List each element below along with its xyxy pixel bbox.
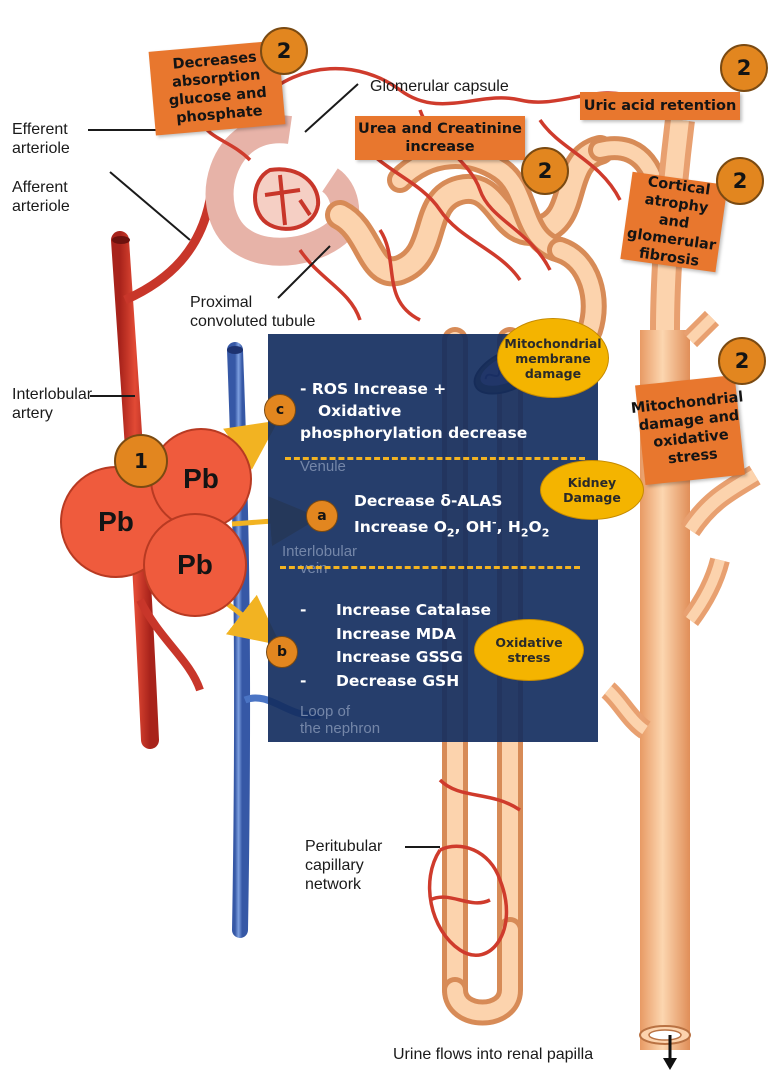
cortical-atrophy-box: Cortical atrophy and glomerular fibrosis [620,172,727,273]
oxidative-line1: Oxidative [495,635,562,650]
peritubular-line3: network [305,875,382,894]
loop-of-nephron-label: Loop of the nephron [300,703,380,737]
decrease-gsh-text: Decrease GSH [336,672,459,690]
mitochondrial-membrane-callout: Mitochondrial membrane damage [497,318,609,398]
dash-1: - [300,599,336,623]
urea-line2: increase [358,138,522,156]
kidney-line1: Kidney [563,475,621,490]
interlobular-line2: artery [12,404,92,423]
gssg-row: Increase GSSG [300,646,491,670]
panel-divider-2 [280,566,580,569]
mitochondrial-damage-box: Mitochondrial damage and oxidative stres… [635,375,745,485]
oxidative-text: Oxidative [318,400,527,422]
peritubular-line2: capillary [305,856,382,875]
interlobular-artery-label: Interlobular artery [12,385,92,423]
h-text: , H [497,518,521,536]
efferent-line1: Efferent [12,120,70,139]
membrane-line2: membrane [504,351,601,366]
section-b-text: -Increase Catalase Increase MDA Increase… [300,599,491,693]
badge-b: b [266,636,298,668]
catalase-row: -Increase Catalase [300,599,491,623]
proximal-tubule-label: Proximal convoluted tubule [190,293,315,331]
o2-subscript: 2 [447,526,455,539]
urea-line1: Urea and Creatinine [358,120,522,138]
badge-2-cortical: 2 [716,157,764,205]
efferent-arteriole-label: Efferent arteriole [12,120,70,158]
membrane-line1: Mitochondrial [504,336,601,351]
afferent-arteriole-label: Afferent arteriole [12,178,70,216]
kidney-damage-callout: Kidney Damage [540,460,644,520]
increase-ros-species-text: Increase O2, OH-, H2O2 [354,512,549,544]
interlobular-vein-label-line1: Interlobular [282,543,357,560]
increase-gssg-text: Increase GSSG [336,648,463,666]
badge-c: c [264,394,296,426]
increase-catalase-text: Increase Catalase [336,601,491,619]
glomerular-capsule-shape [220,129,346,252]
badge-2-absorption: 2 [260,27,308,75]
o-subscript: 2 [542,526,550,539]
interlobular-vein-label: Interlobular vein [282,543,357,577]
proximal-line2: convoluted tubule [190,312,315,331]
oxidative-stress-callout: Oxidative stress [474,619,584,681]
oh-text: , OH [455,518,492,536]
afferent-line1: Afferent [12,178,70,197]
loop-label-line1: Loop of [300,703,380,720]
loop-label-line2: the nephron [300,720,380,737]
urea-creatinine-box: Urea and Creatinine increase [355,116,525,160]
ros-increase-text: - ROS Increase + [300,378,527,400]
lead-circle-bottom: Pb [143,513,247,617]
urine-flow-label: Urine flows into renal papilla [393,1045,593,1064]
interlobular-line1: Interlobular [12,385,92,404]
increase-o-text: Increase O [354,518,447,536]
badge-2-urea: 2 [521,147,569,195]
badge-1: 1 [114,434,168,488]
gsh-row: -Decrease GSH [300,670,491,694]
kidney-line2: Damage [563,490,621,505]
mda-row: Increase MDA [300,623,491,647]
section-c-text: - ROS Increase + Oxidative phosphorylati… [300,378,527,444]
uric-acid-box: Uric acid retention [580,92,740,120]
o-text: O [529,518,542,536]
dash-4: - [300,670,336,694]
section-a-text: Decrease δ-ALAS Increase O2, OH-, H2O2 [354,490,549,544]
peritubular-capillary-label: Peritubular capillary network [305,837,382,894]
peritubular-line1: Peritubular [305,837,382,856]
badge-a: a [306,500,338,532]
afferent-line2: arteriole [12,197,70,216]
panel-divider-1 [285,457,585,460]
badge-2-uric-acid: 2 [720,44,768,92]
h-subscript: 2 [521,526,529,539]
phosphorylation-text: phosphorylation decrease [300,422,527,444]
membrane-line3: damage [504,366,601,381]
badge-2-mitochondrial: 2 [718,337,766,385]
decrease-alas-text: Decrease δ-ALAS [354,490,549,512]
oxidative-line2: stress [495,650,562,665]
glomerular-capsule-label: Glomerular capsule [370,77,509,96]
efferent-line2: arteriole [12,139,70,158]
proximal-line1: Proximal [190,293,315,312]
increase-mda-text: Increase MDA [336,625,456,643]
